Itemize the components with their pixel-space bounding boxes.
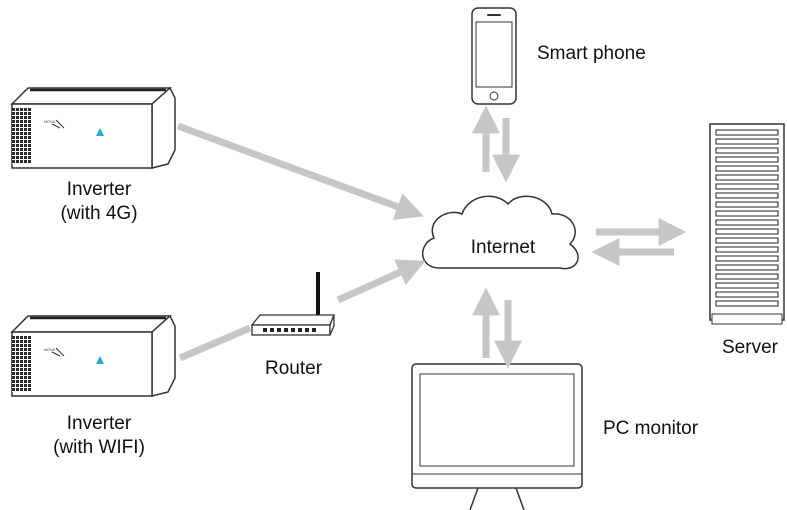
server-device xyxy=(709,123,785,325)
inverter-wifi-label-line2: (with WIFI) xyxy=(53,437,145,458)
server-slot xyxy=(715,264,779,271)
router-label: Router xyxy=(265,358,323,379)
pc-monitor-label: PC monitor xyxy=(603,418,699,439)
internet-label: Internet xyxy=(470,237,536,258)
internet-cloud xyxy=(422,195,579,270)
server-icon xyxy=(709,123,785,325)
inverter-4g-label: Inverter (with 4G) xyxy=(38,178,160,226)
svg-text:NOVA: NOVA xyxy=(44,119,55,124)
smartphone-device xyxy=(471,7,517,105)
inverter-4g-label-line1: Inverter xyxy=(66,179,132,200)
server-slot xyxy=(715,147,779,154)
pc-monitor-device xyxy=(411,363,583,510)
svg-text:NOVA: NOVA xyxy=(44,347,55,352)
server-slot xyxy=(715,282,779,289)
server-slot xyxy=(715,273,779,280)
inverter-4g-device: NOVA xyxy=(10,86,176,169)
smartphone-label: Smart phone xyxy=(537,43,646,64)
monitor-icon xyxy=(411,363,583,510)
inverter-icon: NOVA xyxy=(10,314,176,397)
server-slot xyxy=(715,246,779,253)
cloud-icon xyxy=(422,195,579,270)
server-slot xyxy=(715,300,779,307)
server-slot xyxy=(715,237,779,244)
server-slot xyxy=(715,156,779,163)
inverter-icon: NOVA xyxy=(10,86,176,169)
inverter-4g-label-line2: (with 4G) xyxy=(60,203,138,224)
inverter-wifi-device: NOVA xyxy=(10,314,176,397)
smartphone-icon xyxy=(471,7,517,105)
server-slot xyxy=(715,291,779,298)
server-slot xyxy=(715,192,779,199)
server-slot xyxy=(715,129,779,136)
server-slot xyxy=(715,183,779,190)
server-slot xyxy=(715,255,779,262)
server-slot xyxy=(715,210,779,217)
inverter-wifi-label: Inverter (with WIFI) xyxy=(36,412,162,460)
router-icon xyxy=(250,272,335,336)
server-slot xyxy=(715,138,779,145)
server-slot xyxy=(715,219,779,226)
arrow-inverterwifi-to-router xyxy=(178,324,252,362)
server-slot xyxy=(715,228,779,235)
server-label: Server xyxy=(722,337,778,358)
server-slot xyxy=(715,201,779,208)
server-slot xyxy=(715,174,779,181)
arrow-inverter4g-to-internet xyxy=(176,122,424,220)
server-slot xyxy=(715,165,779,172)
inverter-wifi-label-line1: Inverter xyxy=(66,413,132,434)
router-device xyxy=(250,272,335,336)
arrow-router-to-internet xyxy=(336,259,426,304)
connection-arrows xyxy=(176,105,687,369)
